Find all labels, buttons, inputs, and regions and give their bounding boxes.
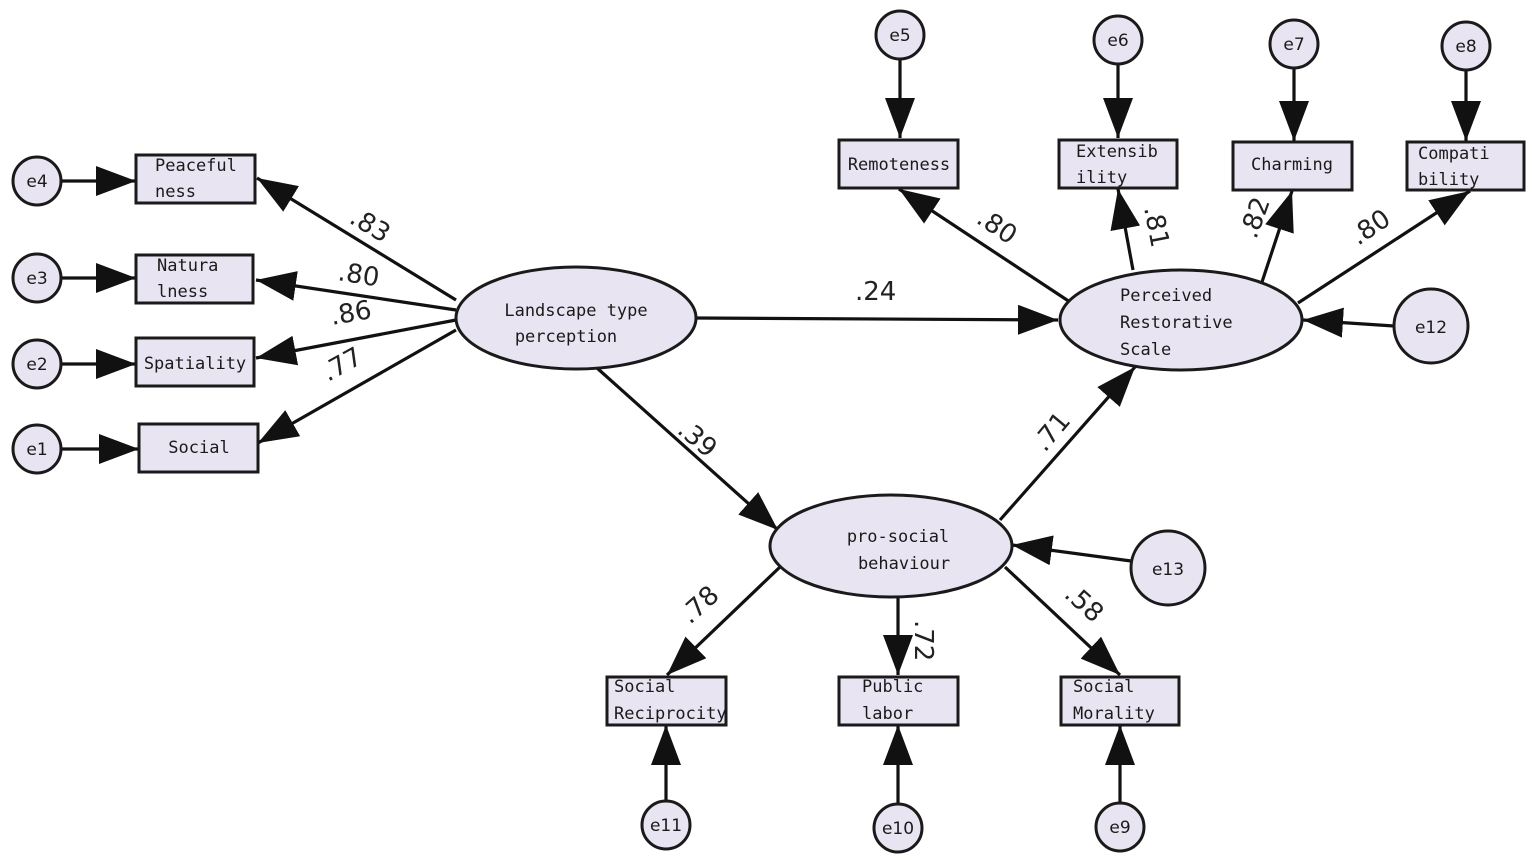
error-e13-label: e13	[1152, 560, 1184, 580]
latent-prosocial: pro-social behaviour	[768, 493, 1014, 599]
path-landscape-restorative	[695, 304, 1059, 335]
observed-compatibility-line1: Compati	[1418, 144, 1490, 164]
observed-social-label: Social	[168, 438, 229, 458]
path-restorative-charming	[1260, 190, 1294, 283]
coef-charming: .82	[1234, 193, 1276, 242]
observed-naturalness-line1: Natura	[157, 256, 218, 276]
error-e6-label: e6	[1107, 31, 1128, 51]
error-e5-label: e5	[889, 26, 910, 46]
observed-public-labor: Public labor	[837, 675, 960, 727]
path-landscape-prosocial	[595, 366, 780, 532]
coef-naturalness: .80	[336, 257, 382, 293]
observed-social-reciprocity-line2: Reciprocity	[614, 704, 727, 724]
path-prosocial-restorative	[998, 365, 1137, 522]
coef-social-morality: .58	[1058, 579, 1109, 629]
observed-charming: Charming	[1231, 140, 1354, 192]
coef-peacefulness: .83	[344, 202, 395, 249]
latent-restorative-line3: Scale	[1120, 340, 1171, 360]
observed-peacefulness: Peaceful ness	[134, 153, 257, 205]
path-e13	[1011, 535, 1132, 566]
error-e12-label: e12	[1415, 318, 1447, 338]
path-prosocial-reciprocity	[665, 565, 782, 677]
error-e9: e9	[1094, 801, 1146, 853]
error-e1: e1	[11, 423, 63, 475]
coef-extensibility: .81	[1137, 204, 1174, 250]
error-e9-label: e9	[1109, 818, 1130, 838]
observed-peacefulness-line1: Peaceful	[155, 156, 237, 176]
observed-public-labor-line2: labor	[862, 704, 913, 724]
path-landscape-naturalness	[255, 271, 457, 312]
coef-landscape-restorative: .24	[855, 277, 896, 307]
coef-social: .77	[317, 342, 368, 388]
path-prosocial-morality	[1003, 565, 1122, 677]
error-e13: e13	[1129, 529, 1207, 607]
latent-prosocial-line1: pro-social	[847, 527, 949, 547]
error-e1-label: e1	[26, 440, 47, 460]
error-e6: e6	[1092, 14, 1144, 66]
observed-naturalness: Natura lness	[134, 253, 255, 305]
observed-charming-label: Charming	[1251, 155, 1333, 175]
coef-prosocial-restorative: .71	[1027, 407, 1077, 458]
latent-restorative-line1: Perceived	[1120, 286, 1212, 306]
error-e11: e11	[640, 799, 692, 851]
observed-social-morality-line1: Social	[1073, 677, 1134, 697]
latent-prosocial-line2: behaviour	[858, 554, 950, 574]
error-e7: e7	[1268, 18, 1320, 70]
path-restorative-extensibility	[1110, 188, 1141, 271]
path-restorative-compatibility	[1297, 189, 1471, 305]
error-e3: e3	[11, 252, 63, 304]
error-e4-label: e4	[26, 172, 47, 192]
observed-naturalness-line2: lness	[157, 282, 208, 302]
coef-remoteness: .80	[971, 203, 1022, 251]
path-landscape-spatiality	[255, 318, 457, 366]
observed-peacefulness-line2: ness	[155, 182, 196, 202]
error-e4: e4	[11, 155, 63, 207]
observed-compatibility-line2: bility	[1418, 170, 1479, 190]
error-e8: e8	[1440, 20, 1492, 72]
observed-social: Social	[137, 422, 260, 474]
error-e3-label: e3	[26, 269, 47, 289]
coef-social-reciprocity: .78	[675, 580, 726, 630]
error-e2: e2	[11, 338, 63, 390]
error-e11-label: e11	[650, 816, 682, 836]
latent-restorative-line2: Restorative	[1120, 313, 1233, 333]
coef-spatiality: .86	[328, 295, 374, 332]
path-landscape-social	[257, 328, 457, 445]
observed-remoteness-label: Remoteness	[848, 155, 950, 175]
observed-extensibility-line2: ility	[1076, 168, 1127, 188]
observed-public-labor-line1: Public	[862, 677, 923, 697]
coef-landscape-prosocial: .39	[672, 414, 723, 464]
observed-extensibility: Extensib ility	[1057, 138, 1179, 190]
path-e12	[1302, 307, 1395, 338]
latent-landscape-line2: perception	[515, 327, 617, 347]
observed-social-reciprocity-line1: Social	[614, 677, 675, 697]
observed-social-reciprocity: Social Reciprocity	[605, 675, 728, 727]
error-e12: e12	[1392, 287, 1470, 365]
error-e10-label: e10	[882, 819, 914, 839]
latent-landscape: Landscape type perception	[454, 265, 698, 371]
observed-social-morality: Social Morality	[1059, 675, 1181, 727]
error-e7-label: e7	[1283, 35, 1304, 55]
error-e5: e5	[874, 9, 926, 61]
error-e10: e10	[872, 802, 924, 854]
observed-compatibility: Compati bility	[1405, 140, 1526, 192]
path-landscape-peacefulness	[256, 176, 457, 302]
error-e8-label: e8	[1455, 37, 1476, 57]
observed-spatiality-label: Spatiality	[144, 354, 246, 374]
observed-extensibility-line1: Extensib	[1076, 142, 1158, 162]
coef-public-labor: .72	[908, 620, 938, 661]
observed-social-morality-line2: Morality	[1073, 704, 1155, 724]
latent-landscape-line1: Landscape type	[504, 301, 647, 321]
error-e2-label: e2	[26, 355, 47, 375]
observed-remoteness: Remoteness	[837, 138, 960, 190]
latent-restorative: Perceived Restorative Scale	[1058, 268, 1304, 372]
path-restorative-remoteness	[898, 187, 1071, 304]
observed-spatiality: Spatiality	[134, 336, 256, 388]
